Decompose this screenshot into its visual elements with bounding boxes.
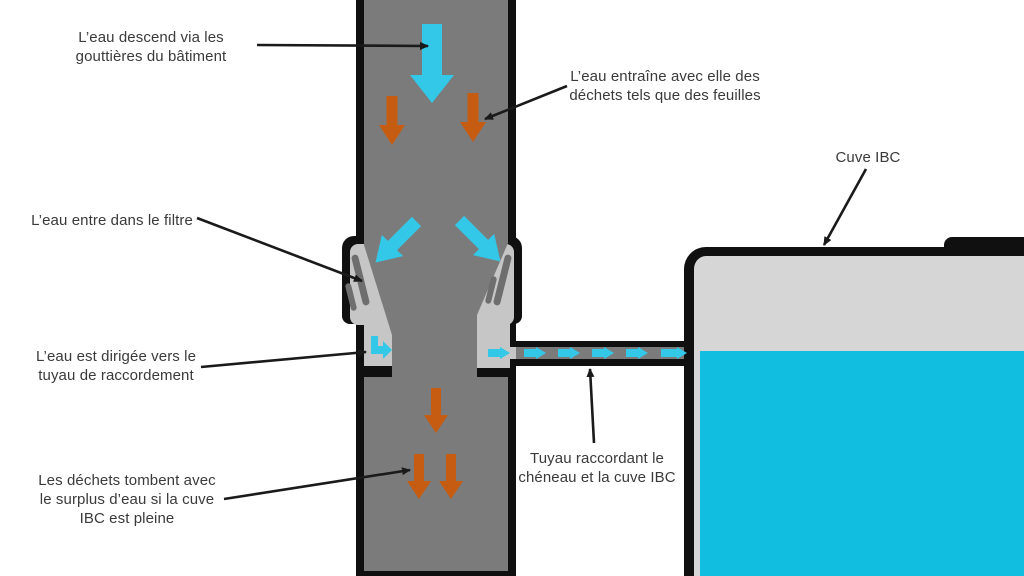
leader-debris-label bbox=[484, 84, 568, 121]
water-turn-arrow-icon bbox=[368, 336, 392, 360]
pipe-flow-arrow-icon bbox=[524, 346, 546, 359]
overflow-debris-arrow-icon bbox=[423, 388, 448, 433]
water-down-arrow-icon bbox=[410, 24, 454, 103]
overflow-debris-arrow-icon bbox=[438, 454, 463, 499]
filter-outlet-gap bbox=[510, 347, 516, 359]
connecting-pipe-border-bottom bbox=[510, 359, 688, 366]
downpipe-bottom-edge bbox=[356, 571, 516, 576]
leader-filter-label bbox=[196, 216, 363, 283]
leader-tank-label bbox=[822, 168, 868, 246]
connecting-pipe-border-top bbox=[510, 341, 688, 347]
leader-outlet-label bbox=[200, 348, 367, 369]
connecting-pipe-label: Tuyau raccordant le chéneau et la cuve I… bbox=[518, 450, 676, 486]
filter-inlet-label: L’eau entre dans le filtre bbox=[31, 212, 193, 229]
overflow-debris-arrow-icon bbox=[406, 454, 431, 499]
outlet-label: L’eau est dirigée vers le tuyau de racco… bbox=[35, 348, 197, 384]
pipe-flow-arrow-icon bbox=[626, 346, 648, 359]
debris-arrow-icon bbox=[379, 96, 405, 145]
tank-water bbox=[700, 351, 1024, 576]
leader-overflow-label bbox=[223, 467, 411, 501]
debris-label: L’eau entraîne avec elle des déchets tel… bbox=[569, 68, 761, 104]
pipe-flow-arrow-icon bbox=[558, 346, 580, 359]
gutter-label: L’eau descend via les gouttières du bâti… bbox=[75, 29, 227, 65]
debris-arrow-icon bbox=[460, 93, 486, 142]
tank-label: Cuve IBC bbox=[835, 149, 901, 166]
pipe-flow-arrow-icon bbox=[592, 346, 614, 359]
pipe-flow-arrow-icon bbox=[488, 346, 510, 359]
overflow-label: Les déchets tombent avec le surplus d’ea… bbox=[38, 472, 216, 527]
leader-gutter-label bbox=[256, 41, 429, 50]
pipe-flow-arrow-icon bbox=[661, 346, 687, 359]
leader-pipe-label bbox=[586, 368, 596, 444]
